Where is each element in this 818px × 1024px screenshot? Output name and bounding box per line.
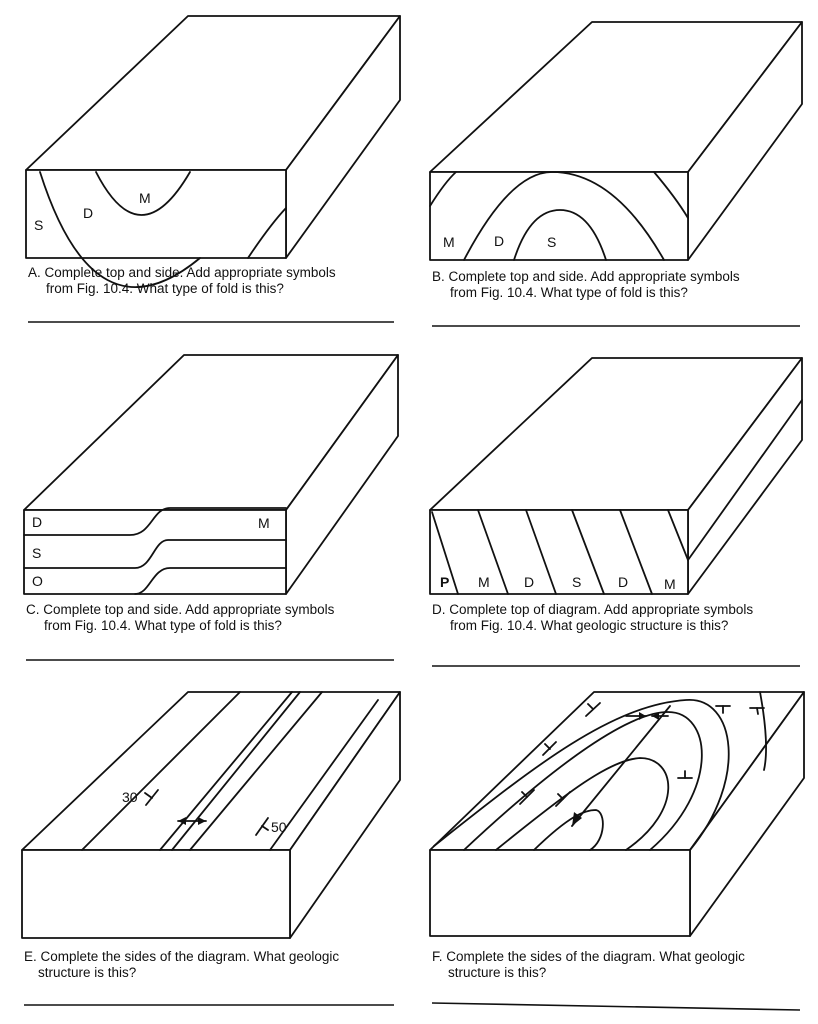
panel-f-plunging-fold-layers <box>433 691 767 851</box>
panel-b-label-s: S <box>547 234 556 250</box>
panel-e-block <box>21 691 401 939</box>
panel-d: P M D S D M D. Complete top of diagram. … <box>429 357 803 667</box>
panel-d-caption-line-2: from Fig. 10.4. What geologic structure … <box>450 618 728 633</box>
panel-e-caption-line-1: E. Complete the sides of the diagram. Wh… <box>24 949 339 964</box>
panel-a: S D M A. Complete top and side. Add appr… <box>25 15 401 323</box>
panel-e-strike-dip-symbol-right <box>255 817 269 836</box>
panel-d-caption-line-1: D. Complete top of diagram. Add appropri… <box>432 602 753 617</box>
panel-c-monocline-layers <box>23 507 287 595</box>
panel-c-caption-line-2: from Fig. 10.4. What type of fold is thi… <box>44 618 282 633</box>
panel-b-fold-layers <box>429 171 689 261</box>
panel-d-label-s: S <box>572 574 581 590</box>
panel-a-caption-line-1: A. Complete top and side. Add appropriat… <box>28 265 336 280</box>
panel-a-block <box>25 15 401 259</box>
panel-d-label-d2: D <box>618 574 628 590</box>
panel-f-caption-line-1: F. Complete the sides of the diagram. Wh… <box>432 949 745 964</box>
panel-c-caption-line-1: C. Complete top and side. Add appropriat… <box>26 602 335 617</box>
panel-f: F. Complete the sides of the diagram. Wh… <box>429 691 805 1011</box>
panel-e-caption-line-2: structure is this? <box>38 965 136 980</box>
panel-d-block <box>429 357 803 595</box>
panel-c-block <box>23 354 399 595</box>
panel-f-answer-line <box>431 1002 801 1011</box>
panel-c-label-s: S <box>32 545 41 561</box>
panel-a-fold-layers <box>39 171 287 288</box>
panel-c: D M S O C. Complete top and side. Add ap… <box>23 354 399 661</box>
panel-e: 30 50 E. Complete the sides of the diagr… <box>21 691 401 1006</box>
panel-f-strike-dip-symbols <box>519 702 765 807</box>
panel-f-axis-converging-arrows <box>625 712 669 720</box>
panel-a-label-d: D <box>83 205 93 221</box>
panel-d-label-m2: M <box>664 576 676 592</box>
panel-c-label-o: O <box>32 573 43 589</box>
panel-c-label-m: M <box>258 515 270 531</box>
panel-c-label-d: D <box>32 514 42 530</box>
panel-b-label-d: D <box>494 233 504 249</box>
panel-e-strike-dip-symbol-left <box>144 789 159 806</box>
panel-a-caption-line-2: from Fig. 10.4. What type of fold is thi… <box>46 281 284 296</box>
panel-d-label-p: P <box>440 574 449 590</box>
panel-d-label-d1: D <box>524 574 534 590</box>
panel-b-caption-line-2: from Fig. 10.4. What type of fold is thi… <box>450 285 688 300</box>
panel-e-anticline-axis-symbol <box>177 817 207 825</box>
panel-b-caption-line-1: B. Complete top and side. Add appropriat… <box>432 269 740 284</box>
panel-e-dip-label-right: 50 <box>271 819 287 835</box>
panel-b-label-m: M <box>443 234 455 250</box>
panel-e-dip-label-left: 30 <box>122 789 138 805</box>
panel-f-caption-line-2: structure is this? <box>448 965 546 980</box>
panel-d-tilted-layers <box>431 399 803 595</box>
panel-a-label-m: M <box>139 190 151 206</box>
panel-a-label-s: S <box>34 217 43 233</box>
panel-d-label-m1: M <box>478 574 490 590</box>
panel-b: M D S B. Complete top and side. Add appr… <box>429 21 803 327</box>
panel-f-plunge-axis <box>571 705 671 827</box>
panel-e-strike-lines <box>81 691 379 851</box>
